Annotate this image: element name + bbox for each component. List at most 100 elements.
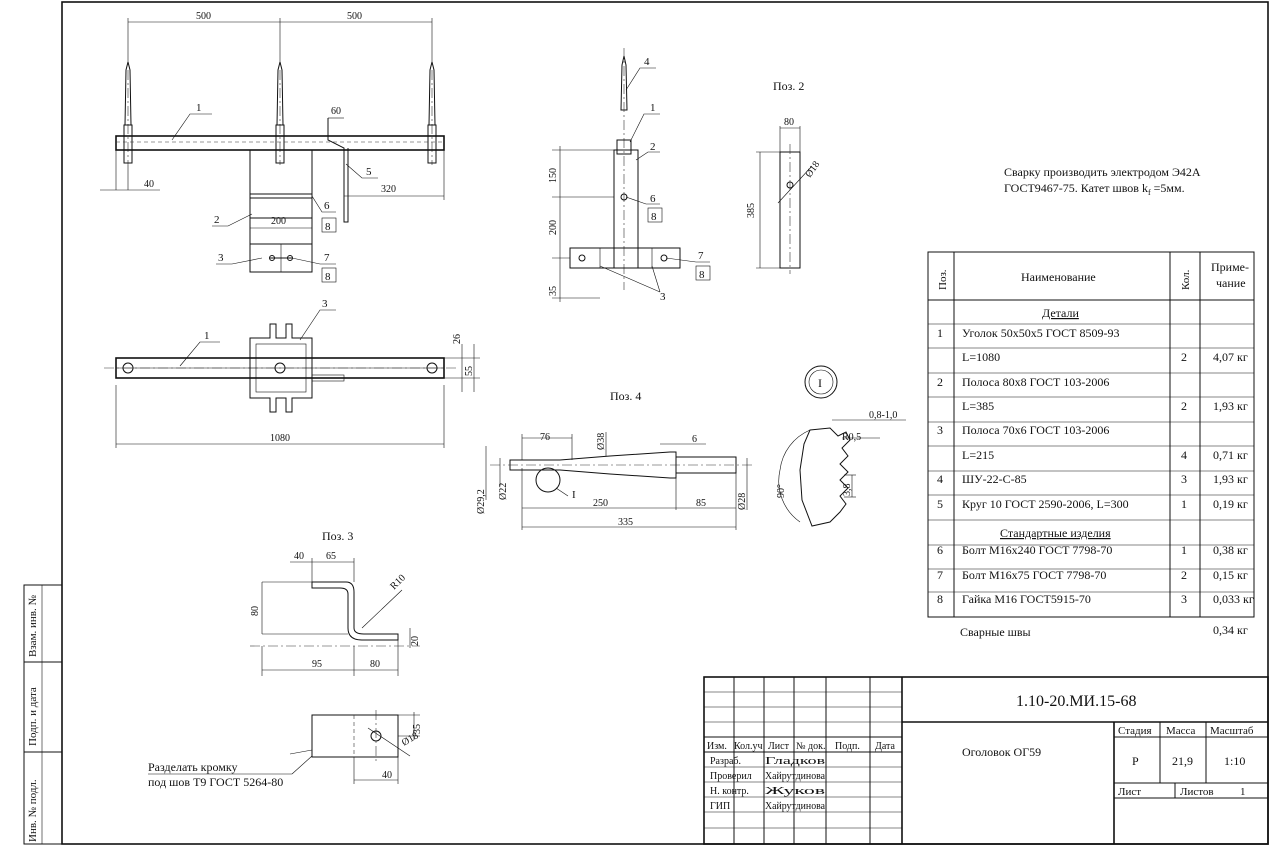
tb-role-name: Гладков <box>765 756 825 767</box>
spec-row-name: Полоса 80х8 ГОСТ 103-2006 <box>962 375 1109 389</box>
spec-row-name: Болт М16х240 ГОСТ 7798-70 <box>962 543 1112 557</box>
spec-row-qty: 1 <box>1181 543 1187 557</box>
tb-role-name: Хайрутдинова <box>765 771 826 782</box>
sheet-frame <box>61 1 1269 845</box>
pos3-view: Поз. 3 40 65 80 R10 20 95 80 35 Ø18 <box>148 529 423 789</box>
callout-2: 2 <box>214 214 220 226</box>
spec-table: Поз. Наименование Кол. Приме- чание Дета… <box>927 251 1255 639</box>
detail-dim-90: 90° <box>776 484 787 498</box>
note-line-1: Сварку производить электродом Э42А <box>1004 165 1201 179</box>
side-callout-1: 1 <box>650 102 656 114</box>
spec-row-name: L=385 <box>962 399 994 413</box>
detail-I-view: I 90° 0,8-1,0 R0,5 3,8 <box>776 365 906 527</box>
pos3-dim-65: 65 <box>326 551 336 562</box>
spec-row-note: 0,15 кг <box>1213 568 1248 582</box>
side-stamp-inv-podl: Инв. № подл. <box>27 779 39 842</box>
note-line-2b: =5мм. <box>1151 181 1185 195</box>
spec-row-qty: 2 <box>1181 350 1187 364</box>
spec-row-qty: 3 <box>1181 592 1187 606</box>
spec-col-pos: Поз. <box>937 269 949 290</box>
spec-row-name: L=1080 <box>962 350 1000 364</box>
side-callout-8a: 8 <box>651 211 657 223</box>
dim-side-35: 35 <box>548 286 559 296</box>
callout-5: 5 <box>366 166 372 178</box>
pos4-dim-85: 85 <box>696 498 706 509</box>
spec-row-qty: 2 <box>1181 568 1187 582</box>
dim-320: 320 <box>381 184 396 195</box>
tb-sheets-label: Листов <box>1180 786 1214 798</box>
pos3-title: Поз. 3 <box>322 529 353 543</box>
spec-row-note: 0,033 кг <box>1213 592 1254 606</box>
notes: Сварку производить электродом Э42А ГОСТ9… <box>1004 165 1201 197</box>
dim-500-right: 500 <box>347 11 362 22</box>
spec-row-qty: 4 <box>1181 448 1187 462</box>
pos4-detail-ref: I <box>572 489 576 501</box>
side-callout-8b: 8 <box>699 269 705 281</box>
title-block: 1.10-20.МИ.15-68 Оголовок ОГ59 Стадия Ма… <box>703 676 1269 845</box>
tb-role: Н. контр. <box>710 786 749 797</box>
pos4-dim-335: 335 <box>618 517 633 528</box>
detail-dim-r05: R0,5 <box>842 432 861 443</box>
pos4-dim-76: 76 <box>540 432 550 443</box>
pos3-dim-40: 40 <box>294 551 304 562</box>
callout-8a: 8 <box>325 221 331 233</box>
pos4-dim-d29: Ø29,2 <box>476 489 487 514</box>
dim-26: 26 <box>452 334 463 344</box>
spec-row-name: Болт М16х75 ГОСТ 7798-70 <box>962 568 1106 582</box>
side-stamp: Инв. № подл. Подп. и дата Взам. инв. № <box>23 584 63 845</box>
tb-col-doc: № док. <box>796 741 826 752</box>
spec-welds-value: 0,34 кг <box>1213 623 1248 637</box>
tb-sheet-label: Лист <box>1118 786 1141 798</box>
spec-row-qty: 3 <box>1181 472 1187 486</box>
pos3-dim-80: 80 <box>250 606 261 616</box>
spec-col-qty: Кол. <box>1180 269 1192 290</box>
assembly-plan-view: 1080 26 55 1 3 <box>104 298 480 448</box>
tb-col-list: Лист <box>768 741 790 752</box>
spec-col-note-2: чание <box>1216 276 1246 290</box>
tb-col-date: Дата <box>875 741 895 752</box>
tb-stage: Р <box>1132 754 1139 768</box>
tb-role: Проверил <box>710 771 752 782</box>
dim-side-200: 200 <box>548 220 559 235</box>
pos4-dim-d28: Ø28 <box>737 493 748 510</box>
tb-hdr-scale: Масштаб <box>1210 725 1254 737</box>
dim-500-left: 500 <box>196 11 211 22</box>
tb-role: Разраб. <box>710 756 741 767</box>
pos3-dim-95: 95 <box>312 659 322 670</box>
pos2-view: Поз. 2 80 385 Ø18 <box>746 79 822 274</box>
pos3-dim-40b: 40 <box>382 770 392 781</box>
dim-1080: 1080 <box>270 433 290 444</box>
spec-row-name: Уголок 50х50х5 ГОСТ 8509-93 <box>962 326 1120 340</box>
tb-col-kol: Кол.уч <box>734 741 763 752</box>
spec-row-pos: 1 <box>937 326 943 340</box>
pos4-dim-d38: Ø38 <box>596 433 607 450</box>
spec-row-pos: 5 <box>937 497 943 511</box>
spec-col-name: Наименование <box>1021 270 1096 284</box>
spec-row-note: 0,38 кг <box>1213 543 1248 557</box>
spec-col-note-1: Приме- <box>1211 260 1249 274</box>
tb-role: ГИП <box>710 801 730 812</box>
detail-I-marker: I <box>818 376 822 390</box>
spec-row-note: 1,93 кг <box>1213 399 1248 413</box>
tb-hdr-stage: Стадия <box>1118 725 1152 737</box>
tb-hdr-mass: Масса <box>1166 725 1196 737</box>
detail-dim-38: 3,8 <box>842 484 853 497</box>
spec-row-name: Полоса 70х6 ГОСТ 103-2006 <box>962 423 1109 437</box>
pos2-title: Поз. 2 <box>773 79 804 93</box>
callout-7: 7 <box>324 252 330 264</box>
assembly-front-view: 500 500 <box>100 11 445 283</box>
callout-1b: 1 <box>204 330 210 342</box>
pos3-dim-r10: R10 <box>388 573 408 593</box>
pos4-dim-d22: Ø22 <box>498 483 509 500</box>
edge-note-line-1: Разделать кромку <box>148 760 238 774</box>
spec-row-name: Круг 10 ГОСТ 2590-2006, L=300 <box>962 497 1129 511</box>
spec-row-pos: 7 <box>937 568 943 582</box>
pos3-dim-80b: 80 <box>370 659 380 670</box>
side-stamp-vzam-inv: Взам. инв. № <box>27 595 39 657</box>
spec-row-name: L=215 <box>962 448 994 462</box>
pos2-dim-80: 80 <box>784 117 794 128</box>
assembly-side-view: 150 200 35 4 1 2 6 8 7 8 3 <box>548 48 711 303</box>
spec-row-pos: 2 <box>937 375 943 389</box>
tb-designation: 1.10-20.МИ.15-68 <box>1016 693 1136 710</box>
